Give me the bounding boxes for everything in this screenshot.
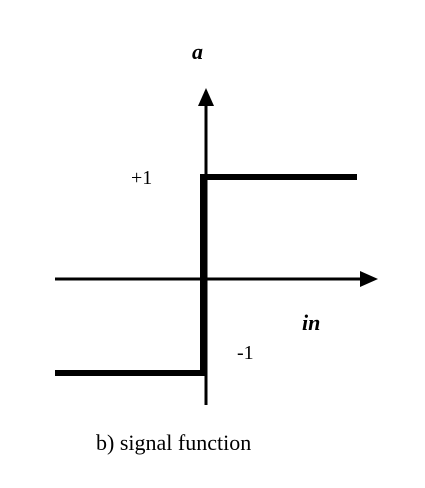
figure-caption: b) signal function (96, 430, 252, 455)
signal-step-curve (55, 174, 357, 376)
y-axis-label: a (192, 39, 203, 64)
y-axis-arrowhead (198, 88, 214, 106)
x-axis-label: in (302, 310, 321, 335)
x-axis-arrowhead (360, 271, 378, 287)
lower-level-label: -1 (237, 342, 254, 364)
upper-level-label: +1 (131, 167, 153, 189)
